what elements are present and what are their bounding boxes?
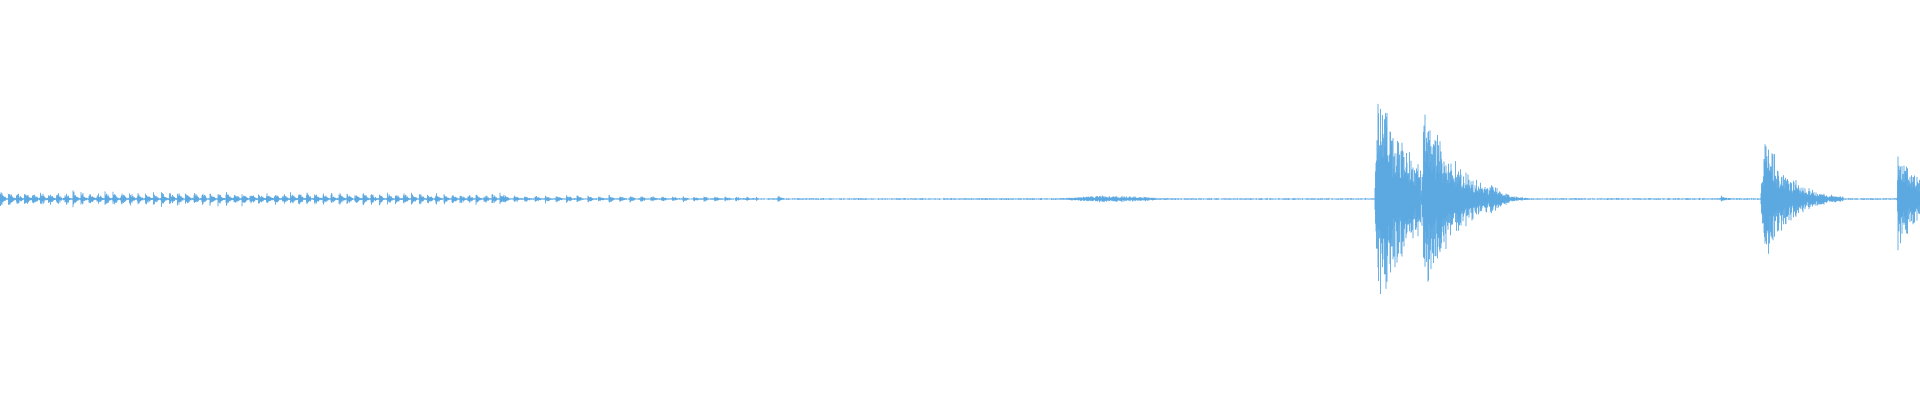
waveform-trace [0,103,1920,294]
waveform-path [0,103,1920,294]
